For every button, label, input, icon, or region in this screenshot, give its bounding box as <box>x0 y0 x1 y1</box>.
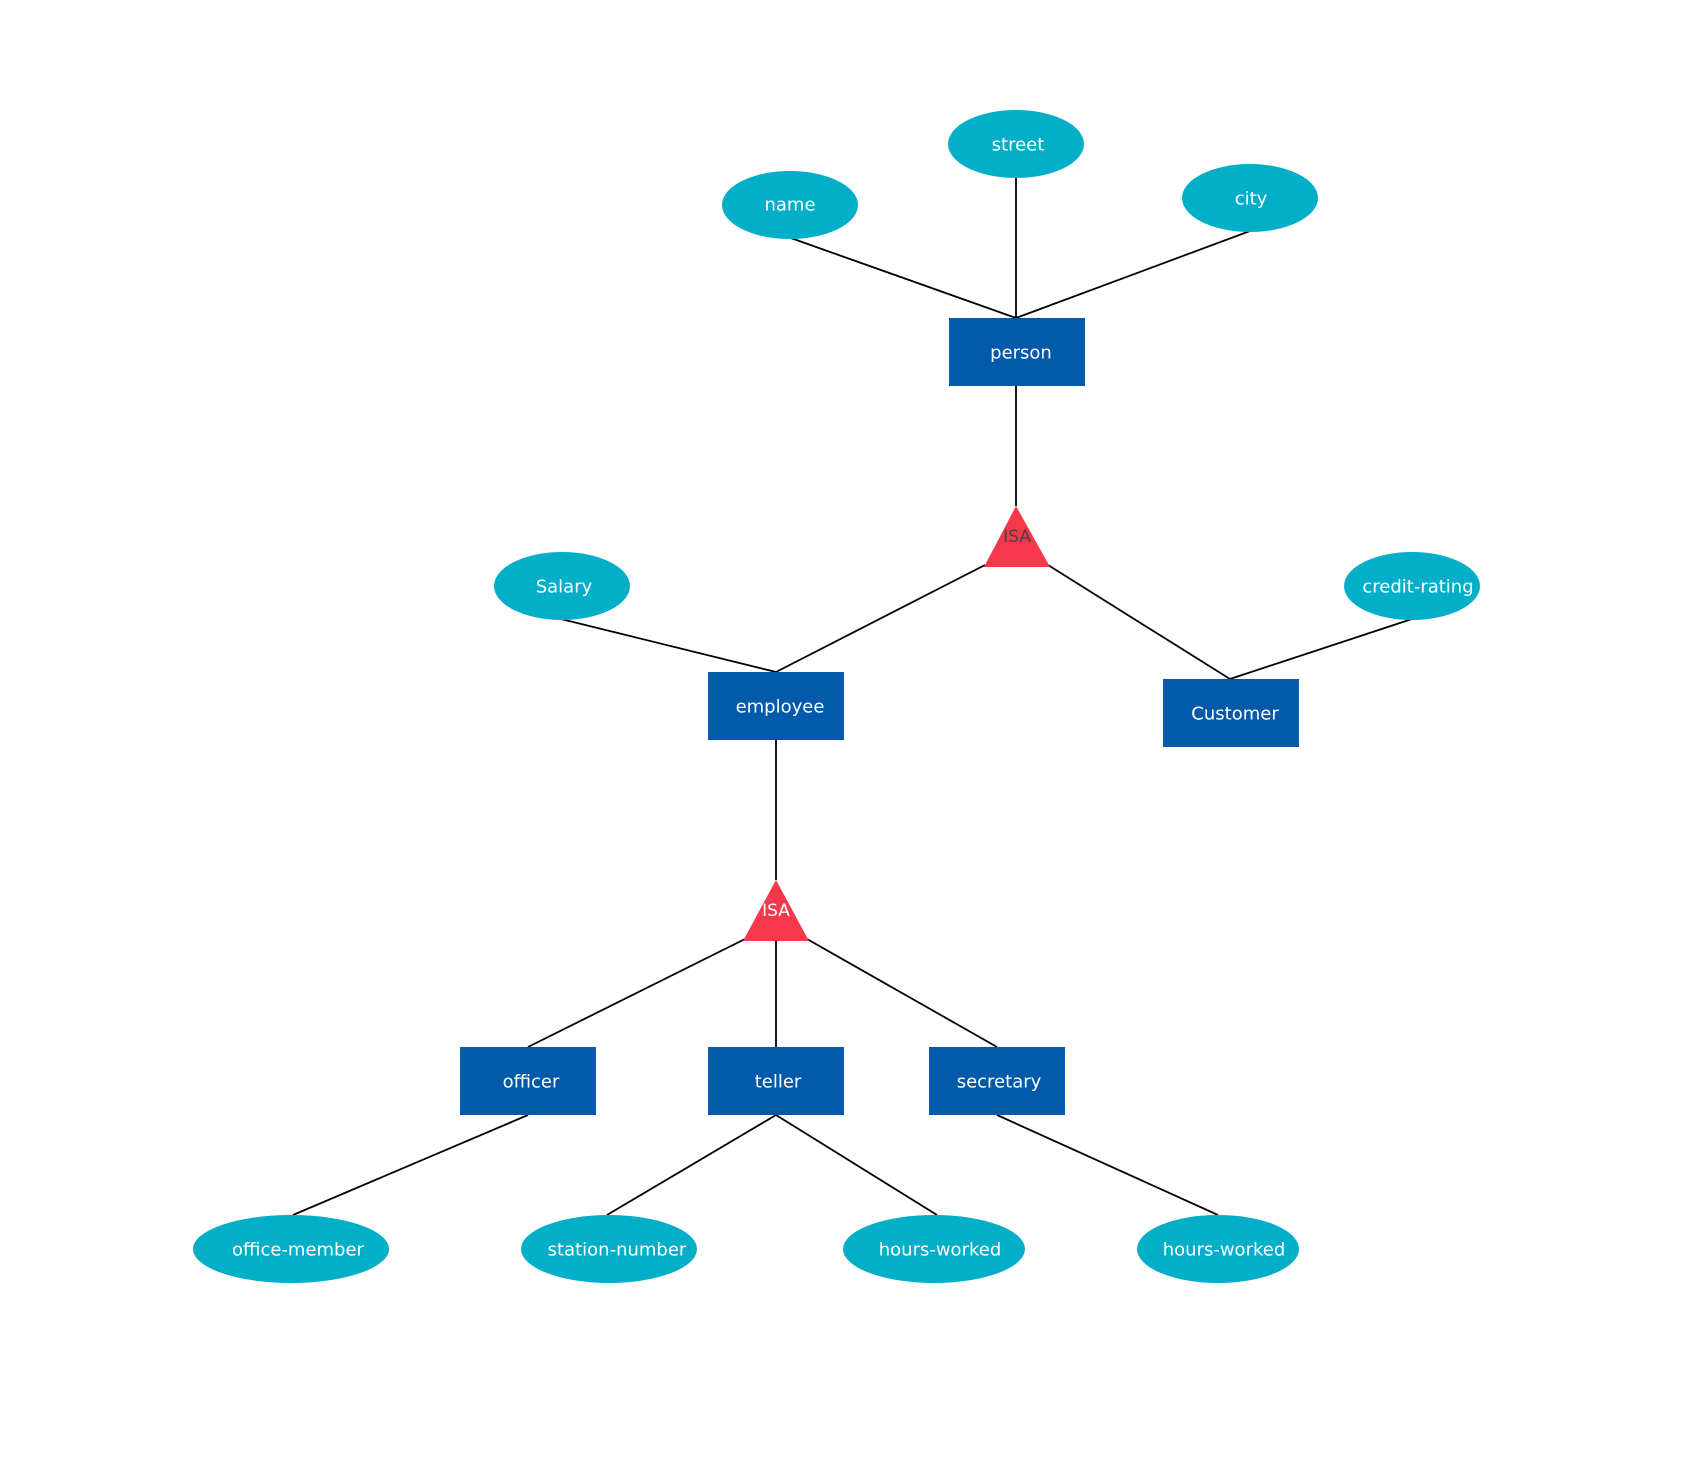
entity-customer: Customer <box>1163 679 1299 747</box>
entity-secretary: secretary <box>929 1047 1065 1115</box>
entity-employee-label: employee <box>736 697 825 718</box>
attribute-secretary-hours-worked: hours-worked <box>1137 1215 1299 1283</box>
entity-teller-label: teller <box>755 1072 802 1093</box>
connector-isa-customer <box>1047 564 1231 680</box>
attribute-credit-rating-label: credit-rating <box>1362 577 1473 598</box>
entity-employee: employee <box>708 672 844 740</box>
attribute-office-member: office-member <box>193 1215 389 1283</box>
connector-salary-employee <box>560 618 777 673</box>
attribute-station-number-label: station-number <box>548 1240 687 1261</box>
connector-isa-officer <box>527 938 746 1048</box>
entity-officer-label: officer <box>503 1072 560 1093</box>
connector-isa-secretary <box>806 938 998 1048</box>
connector-officer-officemember <box>292 1114 529 1216</box>
connectors <box>292 178 1413 1216</box>
connector-teller-stationnumber <box>606 1114 777 1216</box>
entity-customer-label: Customer <box>1191 704 1279 725</box>
isa-top: ISA <box>984 506 1050 567</box>
connector-secretary-hoursworked <box>996 1114 1219 1216</box>
attribute-street: street <box>948 110 1084 178</box>
attribute-teller-hours-worked-label: hours-worked <box>879 1240 1002 1261</box>
isa-top-label: ISA <box>1003 527 1031 547</box>
attribute-city-label: city <box>1235 189 1268 210</box>
attribute-salary: Salary <box>494 552 630 620</box>
attribute-street-label: street <box>992 135 1045 156</box>
attribute-name-label: name <box>764 195 815 216</box>
attribute-teller-hours-worked: hours-worked <box>843 1215 1025 1283</box>
isa-bottom-label: ISA <box>762 901 790 921</box>
attribute-secretary-hours-worked-label: hours-worked <box>1163 1240 1286 1261</box>
isa-bottom: ISA <box>743 880 809 941</box>
entity-teller: teller <box>708 1047 844 1115</box>
attribute-office-member-label: office-member <box>232 1240 365 1261</box>
connector-name-person <box>787 236 1017 319</box>
attribute-city: city <box>1182 164 1318 232</box>
connector-teller-hoursworked <box>775 1114 938 1216</box>
connector-creditrating-customer <box>1229 618 1413 680</box>
attribute-name: name <box>722 171 858 239</box>
attribute-station-number: station-number <box>521 1215 697 1283</box>
entity-person-label: person <box>990 343 1052 364</box>
entity-secretary-label: secretary <box>957 1072 1042 1093</box>
connector-city-person <box>1015 230 1251 319</box>
entity-person: person <box>949 318 1085 386</box>
attribute-credit-rating: credit-rating <box>1344 552 1480 620</box>
entity-officer: officer <box>460 1047 596 1115</box>
attribute-salary-label: Salary <box>536 577 593 598</box>
connector-isa-employee <box>775 564 986 673</box>
